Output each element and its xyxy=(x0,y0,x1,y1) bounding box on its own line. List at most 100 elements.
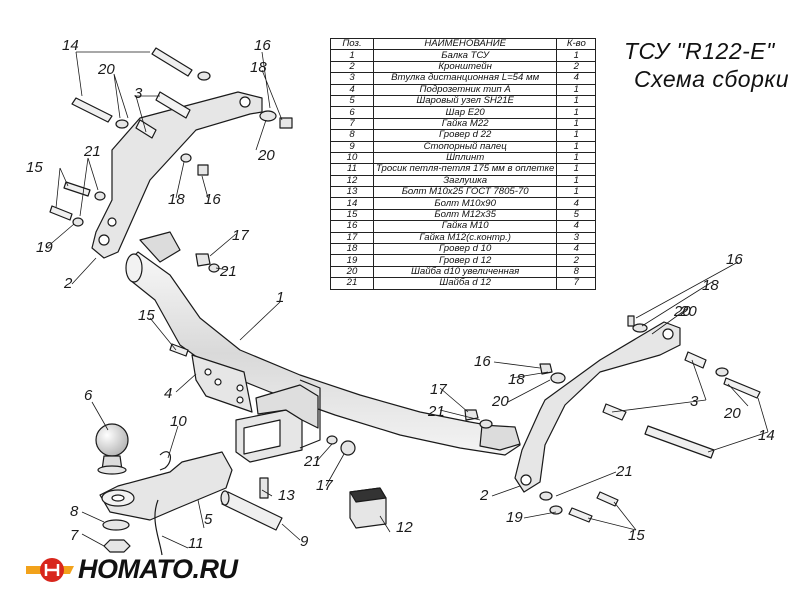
cell-name: Кронштейн xyxy=(372,60,558,74)
cell-qty: 4 xyxy=(556,197,597,210)
cotter-pin xyxy=(159,451,172,471)
cell-qty: 1 xyxy=(556,151,597,165)
cell-pos: 5 xyxy=(330,94,374,108)
callout: 15 xyxy=(628,527,645,544)
logo-emblem xyxy=(26,558,74,582)
callout-labels: 14 20 3 16 18 20 21 15 19 2 18 16 17 21 … xyxy=(26,37,775,552)
left-bolt-lower xyxy=(71,97,113,123)
callout: 14 xyxy=(758,427,775,444)
callout: 19 xyxy=(506,509,523,526)
callout: 21 xyxy=(303,453,321,470)
cell-name: Гайка М22 xyxy=(372,117,558,131)
callout: 6 xyxy=(84,387,93,404)
cell-pos: 17 xyxy=(330,231,374,245)
right-bolt-m12-b xyxy=(568,507,593,523)
cell-qty: 2 xyxy=(556,254,597,267)
cell-qty: 8 xyxy=(556,265,597,279)
left-bolt-m12-b xyxy=(49,205,73,221)
left-bracket xyxy=(91,91,263,259)
cell-qty: 1 xyxy=(556,174,597,188)
callout: 20 xyxy=(723,405,741,422)
cell-name: Гровер d 10 xyxy=(372,243,558,256)
lock-pin xyxy=(221,491,283,531)
callout: 9 xyxy=(300,533,309,550)
cell-name: Гайка М12(с.контр.) xyxy=(372,231,558,245)
cell-name: Болт М10х25 ГОСТ 7805-70 xyxy=(372,186,558,199)
cell-qty: 4 xyxy=(556,72,597,85)
cell-name: Заглушка xyxy=(372,174,558,188)
cell-qty: 1 xyxy=(556,49,597,62)
cell-name: Балка ТСУ xyxy=(372,49,558,62)
callout: 5 xyxy=(204,511,213,528)
callout: 16 xyxy=(474,353,491,370)
cell-qty: 5 xyxy=(556,208,597,222)
cell-name: Гровер d 12 xyxy=(372,254,558,267)
callout: 12 xyxy=(396,519,413,536)
cell-name: Болт М10х90 xyxy=(372,197,558,210)
callout: 18 xyxy=(250,59,267,76)
cell-name: Болт М12х35 xyxy=(372,208,558,222)
cell-qty: 1 xyxy=(556,83,597,96)
cell-pos: 14 xyxy=(330,197,374,210)
table-header-row: Поз. НАИМЕНОВАНИЕ К-во xyxy=(330,37,597,51)
leader-lines xyxy=(45,51,769,549)
ball-mount xyxy=(99,451,233,521)
callout: 16 xyxy=(254,37,271,54)
cell-pos: 7 xyxy=(330,117,374,131)
callout: 4 xyxy=(164,385,172,402)
cell-name: Шплинт xyxy=(372,151,558,165)
header-qty: К-во xyxy=(556,37,597,51)
right-bolt-m12-a xyxy=(596,491,619,507)
callout: 20 xyxy=(491,393,509,410)
callout: 19 xyxy=(36,239,53,256)
callout: 21 xyxy=(427,403,445,420)
cell-pos: 16 xyxy=(330,220,374,233)
cell-pos: 8 xyxy=(330,129,374,142)
callout: 1 xyxy=(276,289,284,306)
cell-name: Стопорный палец xyxy=(372,140,558,153)
cell-pos: 1 xyxy=(330,49,374,62)
callout: 18 xyxy=(508,371,525,388)
cell-qty: 1 xyxy=(556,106,597,119)
callout: 16 xyxy=(726,251,743,268)
cell-pos: 3 xyxy=(330,72,374,85)
cell-pos: 19 xyxy=(330,254,374,267)
callout: 10 xyxy=(170,413,187,430)
cell-pos: 6 xyxy=(330,106,374,119)
cell-pos: 11 xyxy=(330,163,374,176)
left-bolt-m12-a xyxy=(63,181,91,197)
parts-drawing xyxy=(49,47,761,556)
left-spacer-lower xyxy=(135,119,157,139)
callout: 18 xyxy=(702,277,719,294)
cell-qty: 7 xyxy=(556,277,597,290)
cell-qty: 4 xyxy=(556,243,597,256)
logo-text: HOMATO.RU xyxy=(78,554,238,584)
cell-pos: 9 xyxy=(330,140,374,153)
left-bolt-upper xyxy=(151,47,193,77)
cell-qty: 1 xyxy=(556,163,597,176)
cell-name: Шар Е20 xyxy=(372,106,558,119)
callout: 14 xyxy=(62,37,79,54)
callout: 15 xyxy=(138,307,155,324)
callout: 2 xyxy=(63,275,73,292)
callout: 15 xyxy=(26,159,43,176)
header-name: НАИМЕНОВАНИЕ xyxy=(372,37,558,51)
right-spacer-upper xyxy=(684,351,707,369)
callout: 20 xyxy=(97,61,115,78)
cell-name: Гровер d 22 xyxy=(372,129,558,142)
right-bracket xyxy=(514,321,681,493)
cell-name: Втулка дистанционная L=54 мм xyxy=(372,72,558,85)
